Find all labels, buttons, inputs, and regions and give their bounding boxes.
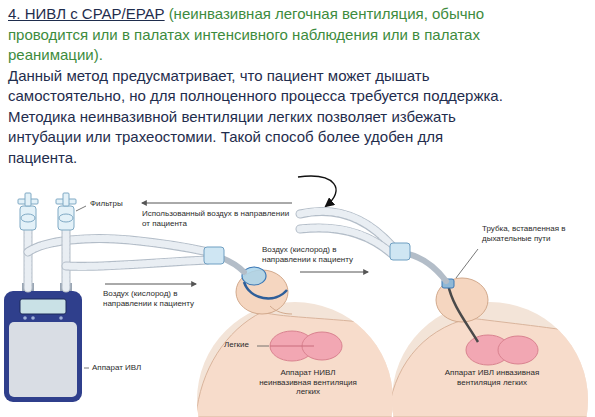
patient-figure — [196, 270, 394, 417]
lungs — [498, 336, 538, 364]
corrugated-hose — [62, 230, 71, 288]
section-title: 4. НИВЛ с CPAP/EPAP — [8, 5, 165, 22]
corrugated-hose — [63, 230, 70, 288]
y-connector — [204, 247, 224, 264]
corrugated-hose — [28, 239, 208, 253]
ventilator — [23, 316, 27, 320]
part-label: Аппарат ИВЛ — [92, 363, 154, 373]
patient-figure — [388, 278, 592, 417]
corrugated-hose — [28, 239, 208, 253]
body-text: Данный метод предусматривает, что пациен… — [8, 66, 508, 107]
filter — [21, 214, 35, 222]
pointer-arrow — [298, 176, 336, 206]
label-box: Легкие — [224, 340, 256, 350]
label-box: Аппарат НИВЛ неинвазивная вентиляция лег… — [258, 368, 358, 397]
flow-arrow — [142, 203, 292, 204]
filter — [58, 206, 74, 230]
label-box: Аппарат ИВЛ инвазивная вентиляция легких — [440, 368, 544, 387]
label-box: Воздух (кислород) в направлении к пациен… — [262, 245, 372, 264]
part-label: Трубка, вставленная в дыхательные пути — [482, 224, 582, 243]
flow-arrow — [300, 272, 368, 273]
caption-label: Аппарат ИВЛ инвазивная вентиляция легких — [440, 368, 544, 387]
caption-label: Аппарат НИВЛ неинвазивная вентиляция лег… — [258, 368, 358, 397]
filter — [18, 193, 76, 230]
ventilator — [4, 283, 82, 402]
leader-line — [456, 249, 478, 278]
leader-line — [257, 346, 269, 347]
label-box: Воздух (кислород) в направлении к пациен… — [103, 289, 221, 308]
filter — [20, 206, 36, 230]
flow-arrow — [105, 203, 368, 284]
label-box: Трубка, вставленная в дыхательные пути — [482, 224, 582, 243]
lungs — [270, 331, 314, 361]
part-label: Легкие — [224, 340, 256, 350]
corrugated-hose — [66, 260, 208, 266]
lungs — [270, 346, 314, 347]
endotracheal-tube — [442, 279, 478, 342]
lungs — [270, 331, 342, 361]
leader-line — [76, 206, 478, 368]
leader-line — [76, 206, 86, 211]
pointer-arrow — [298, 176, 336, 206]
corrugated-hose — [28, 211, 446, 288]
part-label: Фильтры — [90, 199, 150, 209]
label-box: Использованный воздух в направлении от п… — [142, 209, 292, 228]
patient-figure — [196, 312, 394, 417]
corrugated-hose — [66, 260, 208, 266]
face-mask — [242, 267, 287, 298]
corrugated-hose — [24, 230, 33, 288]
ventilator — [9, 322, 77, 397]
filter — [25, 193, 31, 206]
flow-label: Использованный воздух в направлении от п… — [142, 209, 292, 228]
corrugated-hose — [408, 254, 446, 281]
label-box: Фильтры — [90, 199, 150, 209]
ventilator — [31, 316, 35, 320]
endotracheal-tube — [448, 284, 478, 342]
flow-label: Воздух (кислород) в направлении к пациен… — [103, 289, 221, 308]
patient-ground — [197, 302, 393, 417]
corrugated-hose — [222, 258, 244, 272]
y-connector — [390, 243, 410, 260]
patient-figure — [388, 318, 592, 417]
filter — [63, 193, 69, 206]
y-connector — [204, 243, 410, 264]
body-text: Методика неинвазивной вентиляции легких … — [8, 107, 508, 169]
leader-line — [84, 368, 89, 369]
filter — [59, 214, 73, 222]
ventilator — [59, 316, 63, 320]
heading-line: 4. НИВЛ с CPAP/EPAP(неинвазивная легочна… — [8, 4, 508, 66]
ventilator — [4, 291, 82, 402]
label-box: Аппарат ИВЛ — [92, 363, 154, 373]
ventilator — [20, 299, 66, 314]
intro-text: 4. НИВЛ с CPAP/EPAP(неинвазивная легочна… — [8, 4, 508, 168]
patient-figure — [270, 306, 292, 314]
flow-label: Воздух (кислород) в направлении к пациен… — [262, 245, 372, 264]
corrugated-hose — [25, 230, 32, 288]
flow-arrow — [105, 284, 196, 285]
